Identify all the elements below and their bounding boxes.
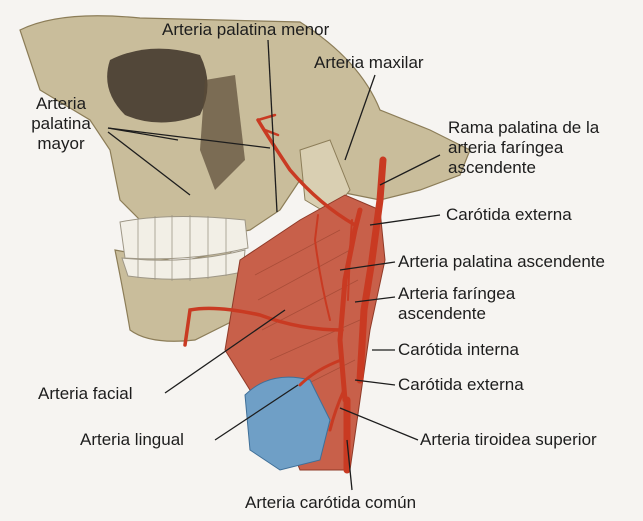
label-arteria-maxilar: Arteria maxilar [314,53,424,73]
label-arteria-tiroidea-superior: Arteria tiroidea superior [420,430,597,450]
label-arteria-faringea-ascendente: Arteria faríngea ascendente [398,284,515,324]
label-arteria-lingual: Arteria lingual [80,430,184,450]
label-palatina-mayor-line-2: palatina [20,114,102,134]
label-rama-palatina-line-2: arteria faríngea [448,138,599,158]
label-arteria-palatina-ascendente: Arteria palatina ascendente [398,252,605,272]
orbit [107,49,207,123]
label-faringea-line-1: Arteria faríngea [398,284,515,304]
label-carotida-externa-lower: Carótida externa [398,375,524,395]
label-arteria-palatina-mayor: Arteria palatina mayor [20,94,102,154]
label-faringea-line-2: ascendente [398,304,515,324]
label-palatina-mayor-line-1: Arteria [20,94,102,114]
label-rama-palatina-line-1: Rama palatina de la [448,118,599,138]
label-rama-palatina-line-3: ascendente [448,158,599,178]
teeth [120,215,248,281]
label-palatina-mayor-line-3: mayor [20,134,102,154]
label-carotida-externa-upper: Carótida externa [446,205,572,225]
label-arteria-facial: Arteria facial [38,384,132,404]
label-arteria-palatina-menor: Arteria palatina menor [162,20,329,40]
label-carotida-interna: Carótida interna [398,340,519,360]
label-rama-palatina: Rama palatina de la arteria faríngea asc… [448,118,599,178]
label-arteria-carotida-comun: Arteria carótida común [245,493,416,513]
